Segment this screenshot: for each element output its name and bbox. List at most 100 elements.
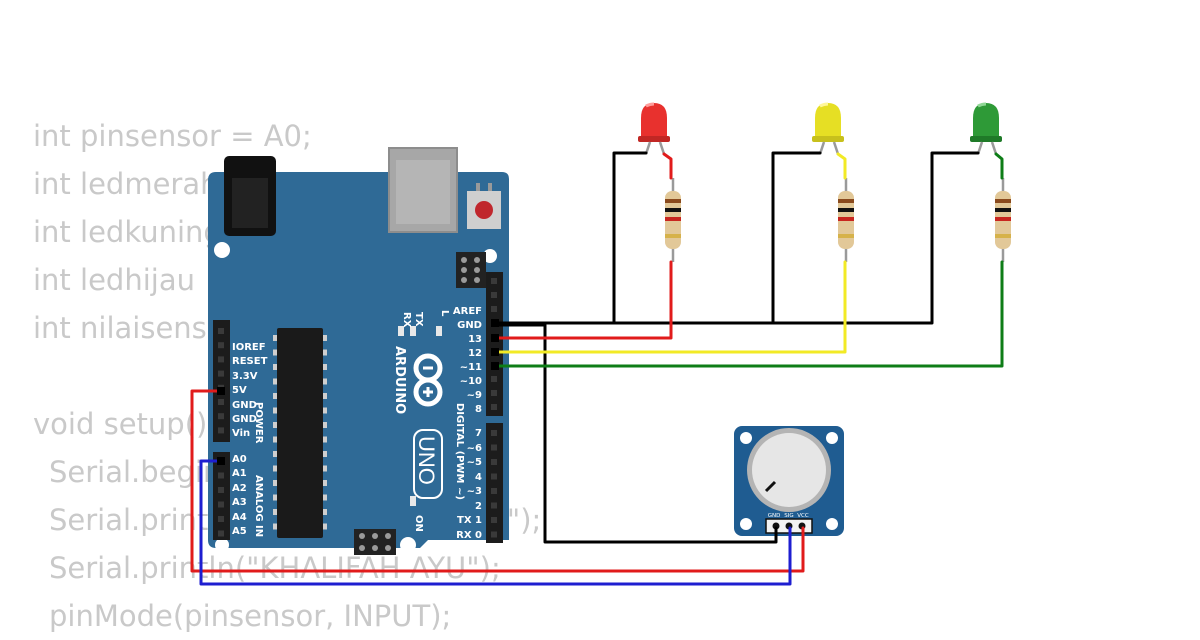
resistor[interactable] <box>665 178 681 262</box>
header-socket[interactable] <box>491 444 497 451</box>
header-socket[interactable] <box>491 278 497 284</box>
wire-pin12-yellow[interactable] <box>494 260 847 354</box>
chip-pin <box>273 465 277 472</box>
led-yellow[interactable] <box>812 102 844 142</box>
uno-badge: UNO <box>413 429 443 499</box>
pin-label: A4 <box>232 512 247 523</box>
wire-5v[interactable] <box>190 389 805 573</box>
pin-label: TX 1 <box>457 515 482 526</box>
pin-label: GND <box>232 400 257 411</box>
pot-knob[interactable] <box>752 433 826 507</box>
wire-pin13-red[interactable] <box>494 260 673 340</box>
chip-pin <box>273 509 277 515</box>
brand-label: ARDUINO <box>392 346 407 414</box>
wire-led-yellow[interactable] <box>836 152 847 180</box>
wire-a0[interactable] <box>199 459 792 586</box>
chip-pin <box>273 523 277 530</box>
pin-label: A5 <box>232 526 247 537</box>
rx-led <box>398 326 404 336</box>
pin-label: ~3 <box>467 486 482 497</box>
usb-port <box>388 147 458 233</box>
wire-led-red[interactable] <box>662 152 673 180</box>
resistor[interactable] <box>995 178 1011 262</box>
wire-ground-red[interactable] <box>612 151 648 325</box>
chip-pin <box>323 393 327 399</box>
pin-label: A3 <box>232 497 247 508</box>
pin-label: A0 <box>232 454 247 465</box>
chip-pin <box>323 523 327 530</box>
chip-pin <box>273 378 277 385</box>
digital-section-label: DIGITAL (PWM ~) <box>454 403 465 500</box>
digital-header-bottom <box>486 423 503 543</box>
digital-top-labels: AREF GND 13 12 ~11 ~10 ~9 8 <box>453 306 482 415</box>
header-socket[interactable] <box>218 516 224 522</box>
led-red[interactable] <box>638 102 670 142</box>
chip-pin <box>273 407 277 414</box>
header-socket[interactable] <box>491 430 497 436</box>
chip-pin <box>323 349 327 356</box>
l-led <box>436 326 442 336</box>
pin-label: RX 0 <box>456 530 482 541</box>
chip-pin <box>323 480 327 486</box>
potentiometer[interactable]: GND SIG VCC <box>734 426 844 536</box>
header-socket[interactable] <box>218 399 224 405</box>
chip-pin <box>273 494 277 501</box>
pin-label: RESET <box>232 356 268 367</box>
header-socket[interactable] <box>218 342 224 349</box>
wire-ground-pot[interactable] <box>494 323 778 544</box>
microcontroller-chip <box>273 328 327 538</box>
led-green[interactable] <box>970 102 1002 142</box>
header-socket[interactable] <box>491 376 497 382</box>
pin-label: 3.3V <box>232 371 258 382</box>
header-socket[interactable] <box>491 502 497 509</box>
chip-pin <box>323 509 327 515</box>
pin-label: 4 <box>475 472 482 483</box>
chip-pin <box>273 349 277 356</box>
chip-pin <box>323 422 327 428</box>
header-socket[interactable] <box>491 473 497 480</box>
header-socket[interactable] <box>218 501 224 508</box>
header-socket[interactable] <box>218 328 224 334</box>
pin-label: AREF <box>453 306 482 317</box>
header-socket[interactable] <box>218 487 224 493</box>
header-socket[interactable] <box>218 370 224 377</box>
header-socket[interactable] <box>218 427 224 434</box>
chip-pin <box>323 494 327 501</box>
chip-pin <box>323 436 327 443</box>
pin-label: 8 <box>475 404 482 415</box>
header-socket[interactable] <box>491 404 497 410</box>
header-socket[interactable] <box>491 488 497 494</box>
pot-indicator <box>764 480 777 493</box>
pin-label: IOREF <box>232 342 266 353</box>
code-line: pinMode(pinsensor, INPUT); <box>49 599 452 633</box>
header-socket[interactable] <box>491 531 497 538</box>
header-socket[interactable] <box>491 390 497 396</box>
digital-bottom-labels: 7 ~6 ~5 4 ~3 2 TX 1 RX 0 <box>456 428 482 541</box>
wire-pin11-green[interactable] <box>494 260 1004 368</box>
pin-label: GND <box>457 320 482 331</box>
header-socket[interactable] <box>491 517 497 523</box>
header-socket[interactable] <box>218 413 224 420</box>
resistor[interactable] <box>838 178 854 262</box>
header-socket[interactable] <box>491 292 497 298</box>
pin-label: 13 <box>468 334 482 345</box>
reset-button[interactable] <box>467 183 501 229</box>
header-socket[interactable] <box>491 306 497 312</box>
analog-section-label: ANALOG IN <box>253 475 264 537</box>
header-socket[interactable] <box>218 472 224 479</box>
power-labels: IOREF RESET 3.3V 5V GND GND Vin <box>232 342 268 439</box>
chip-pin <box>273 451 277 457</box>
pin-label: ~9 <box>467 390 482 401</box>
chip-pin <box>273 422 277 428</box>
chip-pin <box>273 335 277 341</box>
pot-pin-label: VCC <box>797 513 809 519</box>
wire-ground-yellow[interactable] <box>771 151 822 325</box>
pin-label: ~6 <box>467 443 482 454</box>
header-socket[interactable] <box>491 459 497 465</box>
header-socket[interactable] <box>218 530 224 537</box>
arduino-board[interactable]: RX TX L ON ARDUINO UNO DIGITAL (PWM ~) P… <box>208 147 509 555</box>
wire-led-green[interactable] <box>994 152 1004 180</box>
wire-ground-green[interactable] <box>494 151 980 325</box>
header-socket[interactable] <box>218 356 224 363</box>
